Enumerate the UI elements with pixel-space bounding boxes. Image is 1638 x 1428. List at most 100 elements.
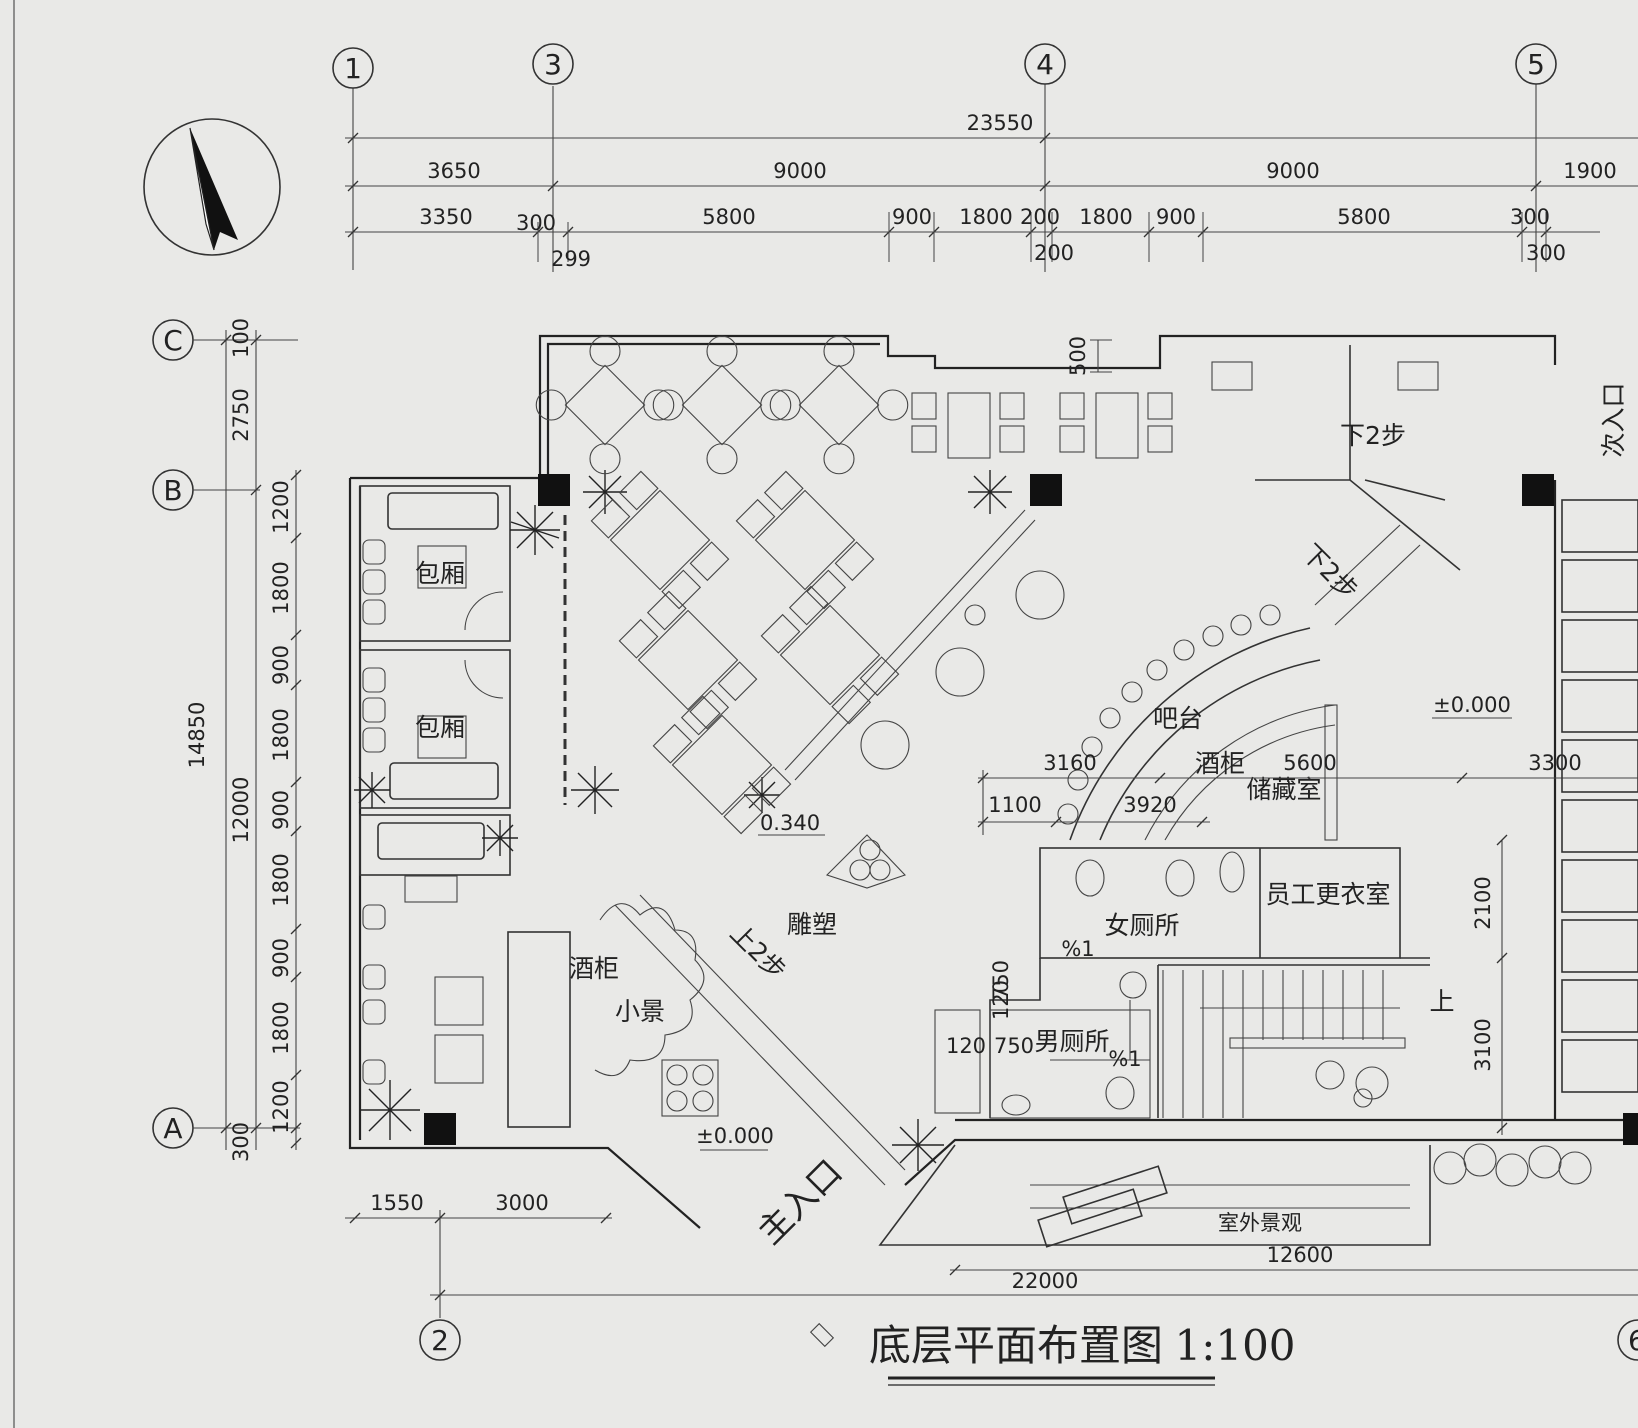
- dining-tables: [535, 335, 1439, 835]
- down-2-steps-label: 下2步: [1340, 421, 1406, 450]
- dim-misc: 120: [989, 980, 1013, 1020]
- dim-left-top: 100: [229, 318, 253, 358]
- dim-top-r2: 200: [1020, 205, 1060, 229]
- dim-bottom-left: 3000: [495, 1191, 548, 1215]
- room-wine-cabinet-bar: 酒柜: [1195, 749, 1245, 778]
- dim-left-top: 2750: [229, 388, 253, 441]
- dim-misc: 750: [989, 960, 1013, 1000]
- room-womens-restroom: 女厕所: [1104, 911, 1179, 940]
- axis-label-4: 4: [1036, 48, 1054, 81]
- private-rooms: 包厢 包厢 酒柜: [359, 485, 619, 1128]
- axis-label-A: A: [163, 1112, 182, 1145]
- dim-left-chain: 1800: [269, 853, 293, 906]
- room-private-1: 包厢: [415, 559, 465, 588]
- room-storage: 储藏室: [1246, 775, 1321, 804]
- dim-top-total: 23550: [967, 111, 1034, 135]
- right-wall-shelving: 2100 3100: [1471, 499, 1638, 1135]
- drawing-scale: 1:100: [1174, 1321, 1295, 1370]
- dim-bottom-left: 1550: [370, 1191, 423, 1215]
- dim-top-r1: 9000: [1266, 159, 1319, 183]
- axis-label-2: 2: [431, 1324, 449, 1357]
- dim-bar: 3160: [1043, 751, 1096, 775]
- dim-top-r2: 5800: [702, 205, 755, 229]
- left-dimension-lines: 14850 12000 100 2750 1200 1800 900 1800 …: [185, 318, 302, 1162]
- dim-top-r1: 1900: [1563, 159, 1616, 183]
- dim-top-r2: 3350: [419, 205, 472, 229]
- room-secondary-entrance: 次入口: [1599, 382, 1628, 457]
- outdoor-landscape: [878, 1143, 1592, 1248]
- room-staff-locker: 员工更衣室: [1265, 880, 1390, 909]
- dim-top-r2: 900: [892, 205, 932, 229]
- dim-top-r2: 900: [1156, 205, 1196, 229]
- dim-right: 2100: [1471, 876, 1495, 929]
- misc-dimensions: 500 750 120 120 750: [946, 336, 1112, 1058]
- dim-bottom-total: 22000: [1012, 1269, 1079, 1293]
- dim-top-r1: 3650: [427, 159, 480, 183]
- dim-left-chain: 1800: [269, 1001, 293, 1054]
- top-axis-grid: 1 3 4 5: [332, 43, 1557, 272]
- dim-top-r3: 300: [1526, 241, 1566, 265]
- building-walls: [348, 334, 1630, 1229]
- room-mens-restroom: 男厕所: [1034, 1027, 1109, 1056]
- axis-label-B: B: [163, 474, 182, 507]
- structural-columns: [424, 474, 1638, 1145]
- room-outdoor-landscape: 室外景观: [1218, 1211, 1302, 1235]
- dim-misc: 500: [1066, 336, 1090, 376]
- dim-right: 3100: [1471, 1018, 1495, 1071]
- dim-top-r2: 5800: [1337, 205, 1390, 229]
- top-dimension-lines: 23550 3650 9000 9000 1900 3350 300 5800 …: [345, 111, 1638, 271]
- level-label: ±0.000: [1433, 693, 1511, 717]
- dim-top-r2: 300: [516, 211, 556, 235]
- slope-label: %1: [1061, 937, 1094, 961]
- drawing-title: 底层平面布置图: [869, 1321, 1163, 1370]
- dim-top-r3: 200: [1034, 241, 1074, 265]
- slope-label: %1: [1108, 1047, 1141, 1071]
- dim-top-r2: 300: [1510, 205, 1550, 229]
- dim-left-chain: 900: [269, 790, 293, 830]
- dim-left-chain: 1200: [269, 480, 293, 533]
- dim-bottom-outdoor: 12600: [1267, 1243, 1334, 1267]
- dim-left-sub: 12000: [229, 777, 253, 844]
- dim-misc: 750: [994, 1034, 1034, 1058]
- dim-bar: 1100: [988, 793, 1041, 817]
- room-small-scene: 小景: [615, 997, 665, 1026]
- axis-label-1: 1: [344, 52, 362, 85]
- room-sculpture: 雕塑: [787, 910, 837, 939]
- dim-top-r3: 299: [551, 247, 591, 271]
- dim-left-chain: 1200: [269, 1080, 293, 1133]
- dim-left-chain: 1800: [269, 708, 293, 761]
- left-axis-grid: C B A: [152, 319, 300, 1149]
- bar-dimension-lines: 3160 5600 3300 1100 3920: [977, 751, 1638, 835]
- dim-bar: 5600: [1283, 751, 1336, 775]
- dim-left-chain: 900: [269, 645, 293, 685]
- small-scene-landscape: [594, 894, 906, 1186]
- axis-label-3: 3: [544, 48, 562, 81]
- dim-top-r2: 1800: [1079, 205, 1132, 229]
- stairs-up-label: 上: [1429, 987, 1454, 1016]
- axis-label-C: C: [163, 324, 183, 357]
- sculpture-icon: [825, 834, 906, 889]
- north-arrow-icon: [143, 118, 281, 256]
- room-private-2: 包厢: [415, 713, 465, 742]
- axis-label-6: 6: [1628, 1324, 1638, 1357]
- dim-top-r1: 9000: [773, 159, 826, 183]
- bar-counter: [1057, 524, 1421, 841]
- axis-label-5: 5: [1527, 48, 1545, 81]
- level-label: 0.340: [760, 811, 820, 835]
- bottom-dimension-lines: 1550 3000 12600 22000 2 6: [345, 1191, 1638, 1361]
- level-label: ±0.000: [696, 1124, 774, 1148]
- drawing-title-block: 底层平面布置图 1:100: [809, 1321, 1296, 1386]
- dim-bar: 3920: [1123, 793, 1176, 817]
- dim-left-chain: 1800: [269, 561, 293, 614]
- dim-misc: 120: [946, 1034, 986, 1058]
- dim-left-chain: 300: [229, 1122, 253, 1162]
- service-rooms: 女厕所 男厕所 员工更衣室 上 %1 %1: [934, 847, 1455, 1119]
- dim-left-chain: 900: [269, 938, 293, 978]
- room-bar: 吧台: [1153, 704, 1203, 733]
- dim-bar: 3300: [1528, 751, 1581, 775]
- dim-left-total: 14850: [185, 702, 209, 769]
- dim-top-r2: 1800: [959, 205, 1012, 229]
- room-wine-cabinet-left: 酒柜: [569, 954, 619, 983]
